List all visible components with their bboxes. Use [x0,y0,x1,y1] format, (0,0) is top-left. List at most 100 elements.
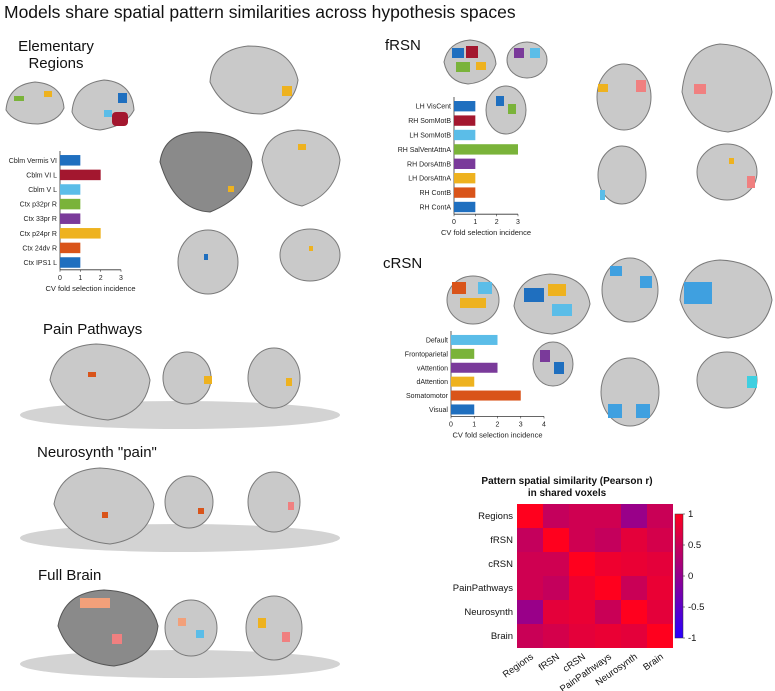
figure-title: Models share spatial pattern similaritie… [4,2,516,22]
bar [451,362,498,373]
heatmap-cell [595,576,621,600]
colorbar [674,513,684,639]
x-tick-label: 1 [472,421,476,428]
category-label: RH DorsAttnB [407,161,451,168]
category-label: vAttention [417,365,448,372]
category-label: RH SalVentAttnA [398,147,452,154]
x-tick-label: 3 [119,275,123,282]
brain-image-elementary-axial [177,229,239,295]
bar [60,257,81,268]
category-label: RH ContA [419,205,451,212]
x-tick-label: 0 [58,275,62,282]
brain-image-elementary-lateral [5,81,65,125]
heatmap-title: in shared voxels [528,488,607,499]
brain-image-pain-sagittal [49,343,151,421]
x-tick-label: 3 [516,219,520,226]
brain-image-pain-coronal [162,351,212,405]
heatmap-cell [647,504,673,528]
colorbar-tick-label: -0.5 [688,602,704,613]
brain-image-crsn-axial-lower [600,357,660,427]
x-tick-label: 2 [99,275,103,282]
heatmap-cell [517,528,543,552]
heatmap-cell [543,576,569,600]
heatmap-col-label: Brain [641,651,665,673]
heatmap-cell [647,528,673,552]
heatmap-cell [569,600,595,624]
x-axis-label: CV fold selection incidence [452,430,542,439]
bar [451,404,475,415]
bar [454,173,476,184]
category-label: Ctx p24pr R [20,231,57,238]
heatmap-col-label: fRSN [537,651,562,673]
heatmap-cell [543,624,569,648]
heatmap-row-label: Neurosynth [464,607,513,618]
heatmap-cell [647,576,673,600]
heatmap-cell [647,624,673,648]
bar [60,242,81,254]
heatmap-cell [621,528,647,552]
bar-chart-crsn: DefaultFrontoparietalvAttentiondAttentio… [405,331,546,439]
category-label: dAttention [416,379,448,386]
heatmap-row-label: Regions [478,511,513,522]
x-tick-label: 0 [449,421,453,428]
heatmap-cell [569,576,595,600]
category-label: Cblm VI L [26,172,57,179]
section-title-fullbrain: Full Brain [38,567,102,584]
brain-image-frsn-axial [596,63,652,131]
bar [60,184,81,195]
bar [60,155,81,166]
heatmap-cell [647,552,673,576]
category-label: Somatomotor [406,393,449,400]
brain-image-crsn-axial [601,257,659,323]
brain-image-crsn-coronal-lower [696,351,758,409]
colorbar-tick-label: 0.5 [688,540,701,551]
brain-image-frsn-lateral [443,39,497,85]
heatmap-row-label: PainPathways [453,583,513,594]
heatmap-similarity: Pattern spatial similarity (Pearson r)in… [453,476,705,691]
bar [60,198,81,210]
heatmap-row-label: fRSN [490,535,513,546]
brain-image-fullbrain-axial [245,595,303,661]
heatmap-row-label: Brain [491,631,513,642]
brain-image-elementary-sagittal-dark [159,131,253,213]
heatmap-cell [621,504,647,528]
category-label: LH SomMotB [409,133,451,140]
heatmap-cell [595,624,621,648]
heatmap-cell [517,504,543,528]
brain-image-neurosynth-sagittal [53,467,155,545]
x-axis-label: CV fold selection incidence [45,284,135,293]
bar [451,348,475,359]
heatmap-cell [543,504,569,528]
heatmap-cell [595,504,621,528]
category-label: Ctx 24dv R [22,245,57,252]
floor-shadow-neurosynth [20,524,340,552]
brain-image-elementary-coronal [279,228,341,282]
heatmap-cell [647,600,673,624]
bar [60,213,81,224]
heatmap-cell [621,600,647,624]
section-title-neurosynth: Neurosynth "pain" [37,444,157,461]
heatmap-cell [569,624,595,648]
bar [454,129,476,141]
heatmap-col-label: Regions [501,651,536,680]
x-tick-label: 2 [495,219,499,226]
section-title-crsn: cRSN [383,255,423,272]
heatmap-cell [595,600,621,624]
category-label: Ctx IPS1 L [24,260,58,267]
bar [454,144,518,155]
x-tick-label: 1 [473,219,477,226]
brain-image-crsn-axial-inset [532,341,574,387]
heatmap-title: Pattern spatial similarity (Pearson r) [481,476,652,487]
brain-image-frsn-sagittal [681,43,773,133]
x-axis-label: CV fold selection incidence [441,228,531,237]
category-label: Ctx p32pr R [20,202,57,209]
bar [60,228,101,239]
brain-image-pain-axial [247,347,301,409]
heatmap-cell [621,624,647,648]
bar [454,187,476,198]
bar [451,376,475,387]
category-label: Visual [429,407,448,414]
heatmap-cell [543,552,569,576]
